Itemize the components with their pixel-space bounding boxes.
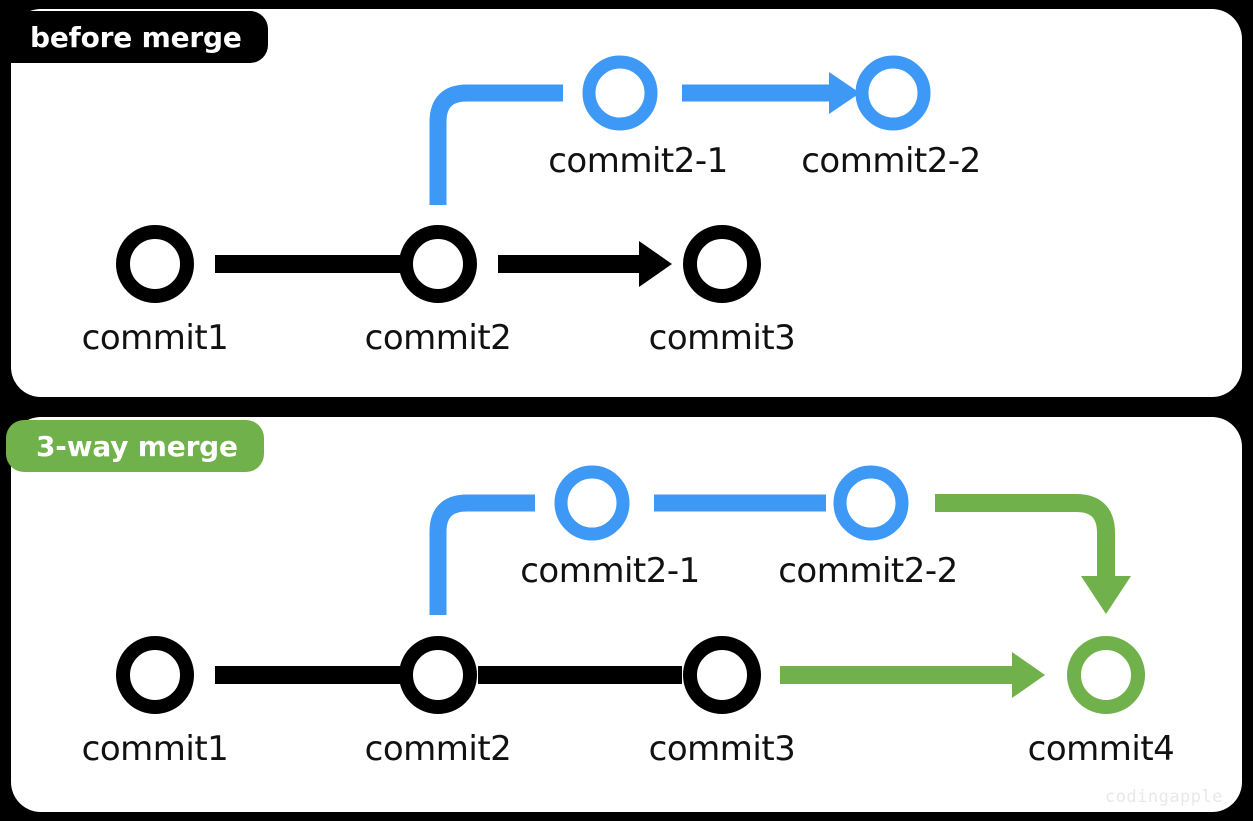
node-label-commit2-1-panel1: commit2-1: [548, 141, 728, 181]
node-label-commit2-1-panel2: commit2-1: [520, 551, 700, 591]
watermark-codingapple: codingapple: [1104, 787, 1223, 807]
node-label-commit1-panel2: commit1: [81, 729, 229, 769]
section-tab-before-merge-label: before merge: [30, 20, 242, 54]
section-tab-before-merge: before merge: [0, 11, 268, 63]
node-label-commit2-2-panel2: commit2-2: [778, 551, 958, 591]
section-tab-3-way-merge: 3-way merge: [6, 420, 264, 472]
section-tab-3-way-merge-label: 3-way merge: [36, 429, 238, 463]
node-label-commit3-panel1: commit3: [648, 318, 796, 358]
node-label-commit2-2-panel1: commit2-2: [801, 141, 981, 181]
node-label-commit3-panel2: commit3: [648, 729, 796, 769]
node-label-commit1-panel1: commit1: [81, 318, 229, 358]
node-label-commit2-panel2: commit2: [364, 729, 512, 769]
node-label-commit2-panel1: commit2: [364, 318, 512, 358]
node-label-commit4-panel2: commit4: [1027, 729, 1175, 769]
